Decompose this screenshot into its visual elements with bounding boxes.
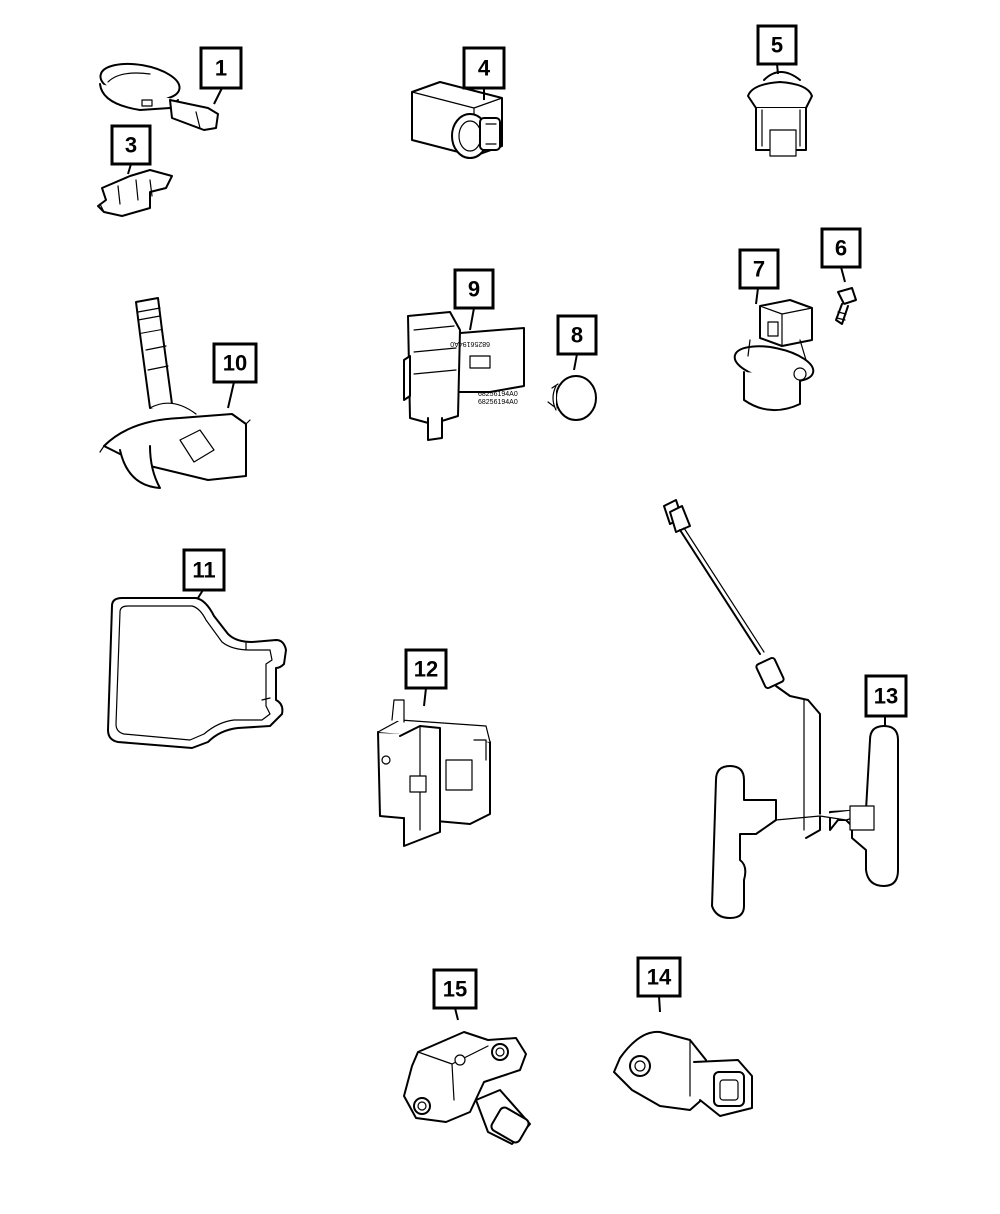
leader-lines <box>127 63 886 1021</box>
part-3-clip <box>97 169 173 217</box>
part-7-sensor <box>733 299 815 411</box>
callout-1-label: 1 <box>215 56 227 81</box>
part-5-switch <box>747 71 813 157</box>
callout-6: 6 <box>820 227 862 269</box>
callout-8: 8 <box>556 314 598 356</box>
part-9-sensor: 68256194A0 68256194A0 68256194A0 <box>403 311 525 441</box>
callout-3: 3 <box>110 124 152 166</box>
callout-9: 9 <box>453 268 495 310</box>
callout-12: 12 <box>404 648 448 690</box>
callout-14-label: 14 <box>647 965 672 990</box>
callout-10: 10 <box>212 342 258 384</box>
part-4-module <box>411 81 503 159</box>
part-13-mat <box>663 499 899 919</box>
part9-marking-1: 68256194A0 <box>478 391 518 398</box>
callout-14: 14 <box>636 956 682 998</box>
part-6-screw <box>835 287 857 325</box>
callout-1: 1 <box>199 46 243 90</box>
part9-marking-2: 68256194A0 <box>478 399 518 406</box>
callout-13-label: 13 <box>874 684 898 709</box>
callout-7: 7 <box>738 248 780 290</box>
callout-3-label: 3 <box>125 133 137 158</box>
part-11-gasket <box>107 597 287 749</box>
part-8-plug <box>547 375 597 421</box>
part-1-sensor <box>99 62 219 131</box>
callout-11: 11 <box>182 548 226 592</box>
callout-4: 4 <box>462 46 506 90</box>
part-15-sensor <box>403 1031 531 1145</box>
part-14-sensor <box>613 1030 753 1117</box>
callout-7-label: 7 <box>753 257 765 282</box>
callout-8-label: 8 <box>571 323 583 348</box>
callout-15: 15 <box>432 968 478 1010</box>
callout-13: 13 <box>864 674 908 718</box>
callout-12-label: 12 <box>414 657 438 682</box>
callout-6-label: 6 <box>835 236 847 261</box>
callout-9-label: 9 <box>468 277 480 302</box>
part-10-tpms <box>99 297 251 489</box>
callout-11-label: 11 <box>192 558 215 583</box>
callout-4-label: 4 <box>478 56 491 81</box>
part-12-module <box>377 699 491 847</box>
callout-5-label: 5 <box>771 33 783 58</box>
callout-15-label: 15 <box>443 977 467 1002</box>
svg-text:68256194A0: 68256194A0 <box>450 340 490 347</box>
callout-5: 5 <box>756 24 798 66</box>
callout-10-label: 10 <box>223 351 247 376</box>
